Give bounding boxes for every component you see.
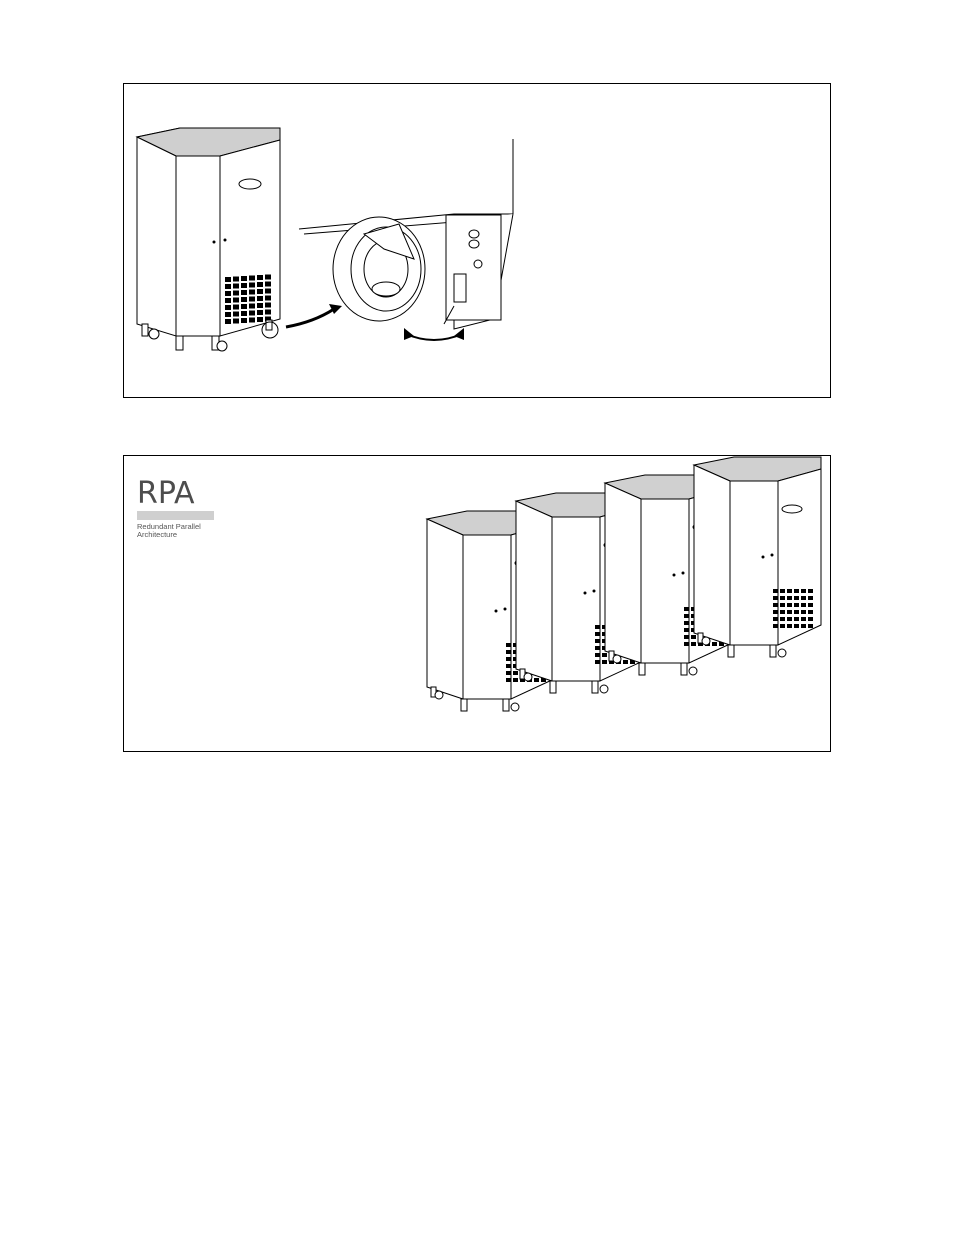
rotation-arrow-icon (406, 334, 462, 340)
caster-detail-figure (123, 83, 831, 398)
caster-illustration (124, 84, 830, 397)
cabinet-row-illustration (124, 456, 830, 751)
ups-cabinet-icon (694, 457, 821, 657)
ups-cabinet-icon (137, 128, 280, 351)
curved-arrow-icon (286, 309, 334, 327)
caster-wheel-icon (299, 139, 513, 329)
